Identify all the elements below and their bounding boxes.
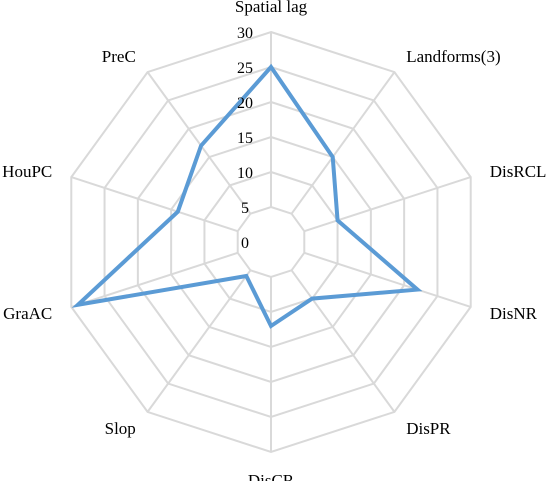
tick-label-25: 25 — [237, 60, 253, 77]
tick-label-15: 15 — [237, 130, 253, 147]
radar-series-layer — [71, 63, 423, 329]
axis-label-disnr: DisNR — [490, 304, 538, 323]
axis-label-landforms-3: Landforms(3) — [406, 47, 500, 66]
radar-grid — [70, 30, 472, 454]
axis-label-disrcl: DisRCL — [490, 162, 547, 181]
axis-label-slop: Slop — [105, 419, 136, 438]
grid-spoke-7 — [70, 251, 239, 308]
grid-spoke-3 — [303, 251, 472, 308]
axis-label-houpc: HouPC — [2, 162, 52, 181]
grid-spoke-8 — [70, 176, 239, 233]
axis-label-dispr: DisPR — [406, 419, 451, 438]
series-line-0 — [71, 63, 423, 329]
grid-spoke-9 — [146, 71, 252, 215]
radial-tick-labels: 0 5 10 15 20 25 30 — [237, 25, 253, 252]
grid-spoke-6 — [146, 269, 252, 413]
tick-label-30: 30 — [237, 25, 253, 42]
axis-label-prec: PreC — [102, 47, 136, 66]
axis-label-graac: GraAC — [3, 304, 52, 323]
grid-spoke-4 — [290, 269, 396, 413]
tick-label-10: 10 — [237, 165, 253, 182]
grid-spoke-2 — [303, 176, 472, 233]
axis-label-discr: DisCR — [248, 471, 295, 481]
tick-label-5: 5 — [241, 200, 249, 217]
tick-label-0: 0 — [241, 235, 249, 252]
tick-label-20: 20 — [237, 95, 253, 112]
grid-spoke-1 — [290, 71, 396, 215]
axis-label-spatial-lag: Spatial lag — [235, 0, 308, 16]
